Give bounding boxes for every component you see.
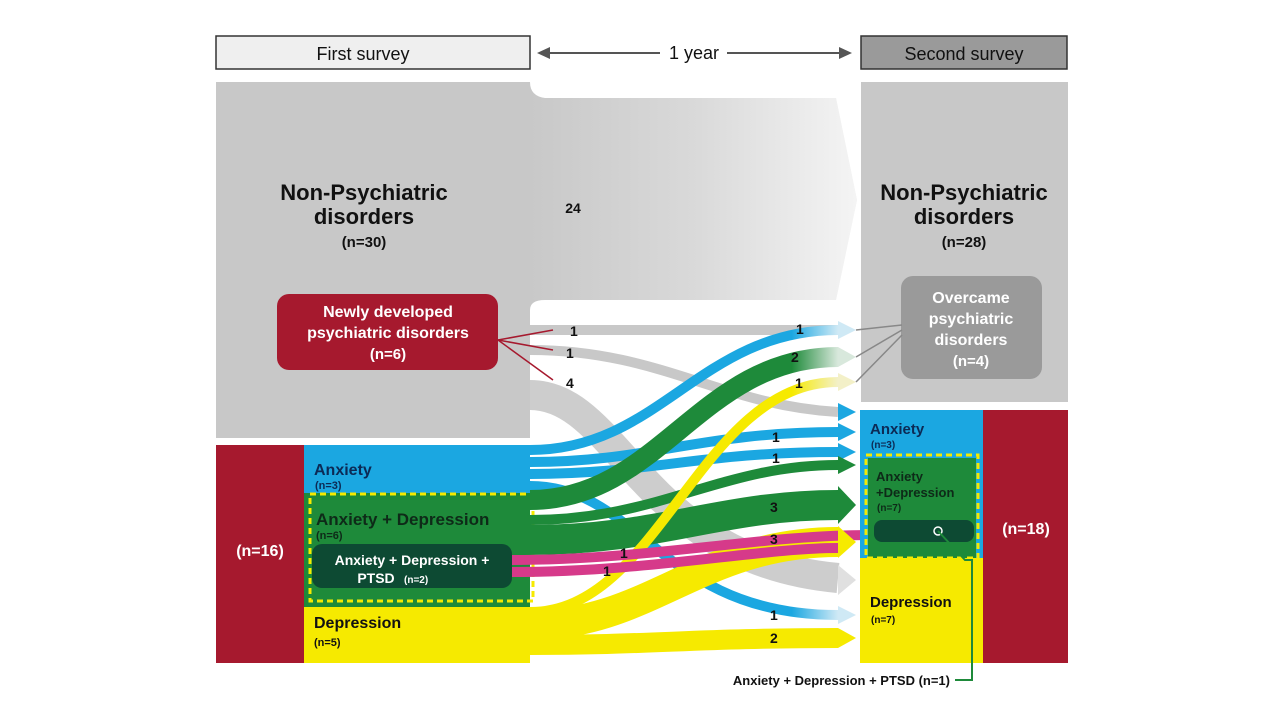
right-anx-dep-n: (n=7) <box>877 503 901 514</box>
left-total-n: (n=16) <box>236 543 284 560</box>
right-anx-dep-line-1: Anxiety <box>876 469 924 484</box>
flow-label-b1: 1 <box>770 607 778 623</box>
arrowhead <box>838 347 856 367</box>
overcame-line-3: disorders <box>935 332 1008 349</box>
overcame-box <box>901 276 1042 379</box>
newly-connector-3 <box>497 339 554 381</box>
interval-arrowhead-right <box>839 47 852 59</box>
left-depression-n: (n=5) <box>314 637 341 649</box>
left-adp-block <box>312 544 512 588</box>
overcame-n: (n=4) <box>953 353 989 370</box>
arrowhead <box>838 456 856 474</box>
left-adp-line-1: Anxiety + Depression + <box>335 552 490 568</box>
left-total-block <box>216 445 304 663</box>
overcame-connector-1 <box>855 324 903 331</box>
left-adp-n: (n=2) <box>404 575 428 586</box>
first-survey-label: First survey <box>316 44 409 64</box>
left-non-psych-title-2: disorders <box>314 204 414 229</box>
left-non-psych-block <box>216 82 530 438</box>
right-total-n: (n=18) <box>1002 521 1050 538</box>
newly-developed-line-2: psychiatric disorders <box>307 325 469 342</box>
newly-connector-2 <box>497 339 554 351</box>
dep-to-dep-flow <box>529 628 839 655</box>
arrowhead <box>838 628 856 648</box>
flow-label-p1: 1 <box>620 545 628 561</box>
first-survey-box <box>215 35 531 70</box>
left-depression-block <box>304 607 530 663</box>
overcame-connector-2 <box>855 329 903 358</box>
interval-label: 1 year <box>669 43 719 63</box>
right-depression-n: (n=7) <box>871 615 895 626</box>
right-anxiety-block <box>860 410 983 458</box>
left-anxiety-n: (n=3) <box>315 480 342 492</box>
flow-label-m4: 3 <box>770 531 778 547</box>
newly-connector-1 <box>497 329 554 341</box>
right-non-psych-title-1: Non-Psychiatric <box>880 180 1048 205</box>
right-depression-block <box>860 558 983 663</box>
overcame-line-2: psychiatric <box>929 311 1014 328</box>
second-survey-box <box>860 35 1068 70</box>
flow-label-r3: 1 <box>795 375 803 391</box>
ad-to-ad-flow-3 <box>529 490 839 555</box>
left-anx-dep-label: Anxiety + Depression <box>316 510 489 529</box>
left-anx-dep-dashed-outline <box>308 492 535 603</box>
arrowhead <box>838 443 856 461</box>
arrowhead <box>838 606 856 624</box>
second-survey-label: Second survey <box>904 44 1023 64</box>
new-to-anxiety-flow <box>529 345 839 417</box>
overcame-line-1: Overcame <box>932 290 1009 307</box>
arrowhead <box>838 526 856 558</box>
arrowhead <box>838 486 856 524</box>
flow-label-new-3: 4 <box>566 375 574 391</box>
arrowhead <box>838 423 856 441</box>
main-gray-flow-body <box>528 82 857 300</box>
arrowhead <box>838 321 856 339</box>
right-total-block <box>983 410 1068 663</box>
newly-developed-n: (n=6) <box>370 346 406 363</box>
ad-to-overcame-flow <box>529 347 839 510</box>
anxiety-to-anxiety-flow-1 <box>529 427 839 467</box>
left-adp-line-2: PTSD <box>357 570 394 586</box>
newly-developed-box <box>277 294 498 370</box>
anxiety-to-overcame-flow <box>529 325 839 455</box>
right-anxiety-label: Anxiety <box>870 421 925 438</box>
overcame-connector-3 <box>855 334 903 383</box>
left-anx-dep-n: (n=6) <box>316 530 343 542</box>
left-anxiety-block <box>304 445 530 493</box>
flow-label-m1: 1 <box>772 429 780 445</box>
left-non-psych-n: (n=30) <box>342 234 387 251</box>
right-adp-block <box>874 520 974 542</box>
adp-callout-line <box>937 530 973 681</box>
right-non-psych-title-2: disorders <box>914 204 1014 229</box>
right-anx-dep-line-2: +Depression <box>876 485 954 500</box>
flow-label-m2: 1 <box>772 450 780 466</box>
right-non-psych-n: (n=28) <box>942 234 987 251</box>
flow-label-b2: 2 <box>770 630 778 646</box>
interval-arrowhead-left <box>537 47 550 59</box>
arrowhead <box>838 403 856 421</box>
left-depression-label: Depression <box>314 615 401 632</box>
newly-developed-line-1: Newly developed <box>323 304 453 321</box>
adp-callout-label: Anxiety + Depression + PTSD (n=1) <box>733 673 950 688</box>
adp-to-adp-flow <box>511 530 871 565</box>
right-anxiety-n: (n=3) <box>871 440 895 451</box>
left-non-psych-title-1: Non-Psychiatric <box>280 180 448 205</box>
right-depression-label: Depression <box>870 594 952 611</box>
flow-label-new-1: 1 <box>570 323 578 339</box>
flow-label-new-2: 1 <box>566 345 574 361</box>
adp-to-ad-flow <box>511 543 839 577</box>
left-anxiety-label: Anxiety <box>314 462 372 479</box>
flow-label-p2: 1 <box>603 563 611 579</box>
arrowhead <box>838 565 856 595</box>
arrowhead <box>838 373 856 391</box>
dep-to-overcame-flow <box>529 377 839 617</box>
flow-label-r1: 1 <box>796 321 804 337</box>
anxiety-to-anxiety-flow-2 <box>529 447 839 479</box>
flow-label-24: 24 <box>565 200 581 216</box>
flow-label-r2: 2 <box>791 349 799 365</box>
flow-label-m3: 3 <box>770 499 778 515</box>
